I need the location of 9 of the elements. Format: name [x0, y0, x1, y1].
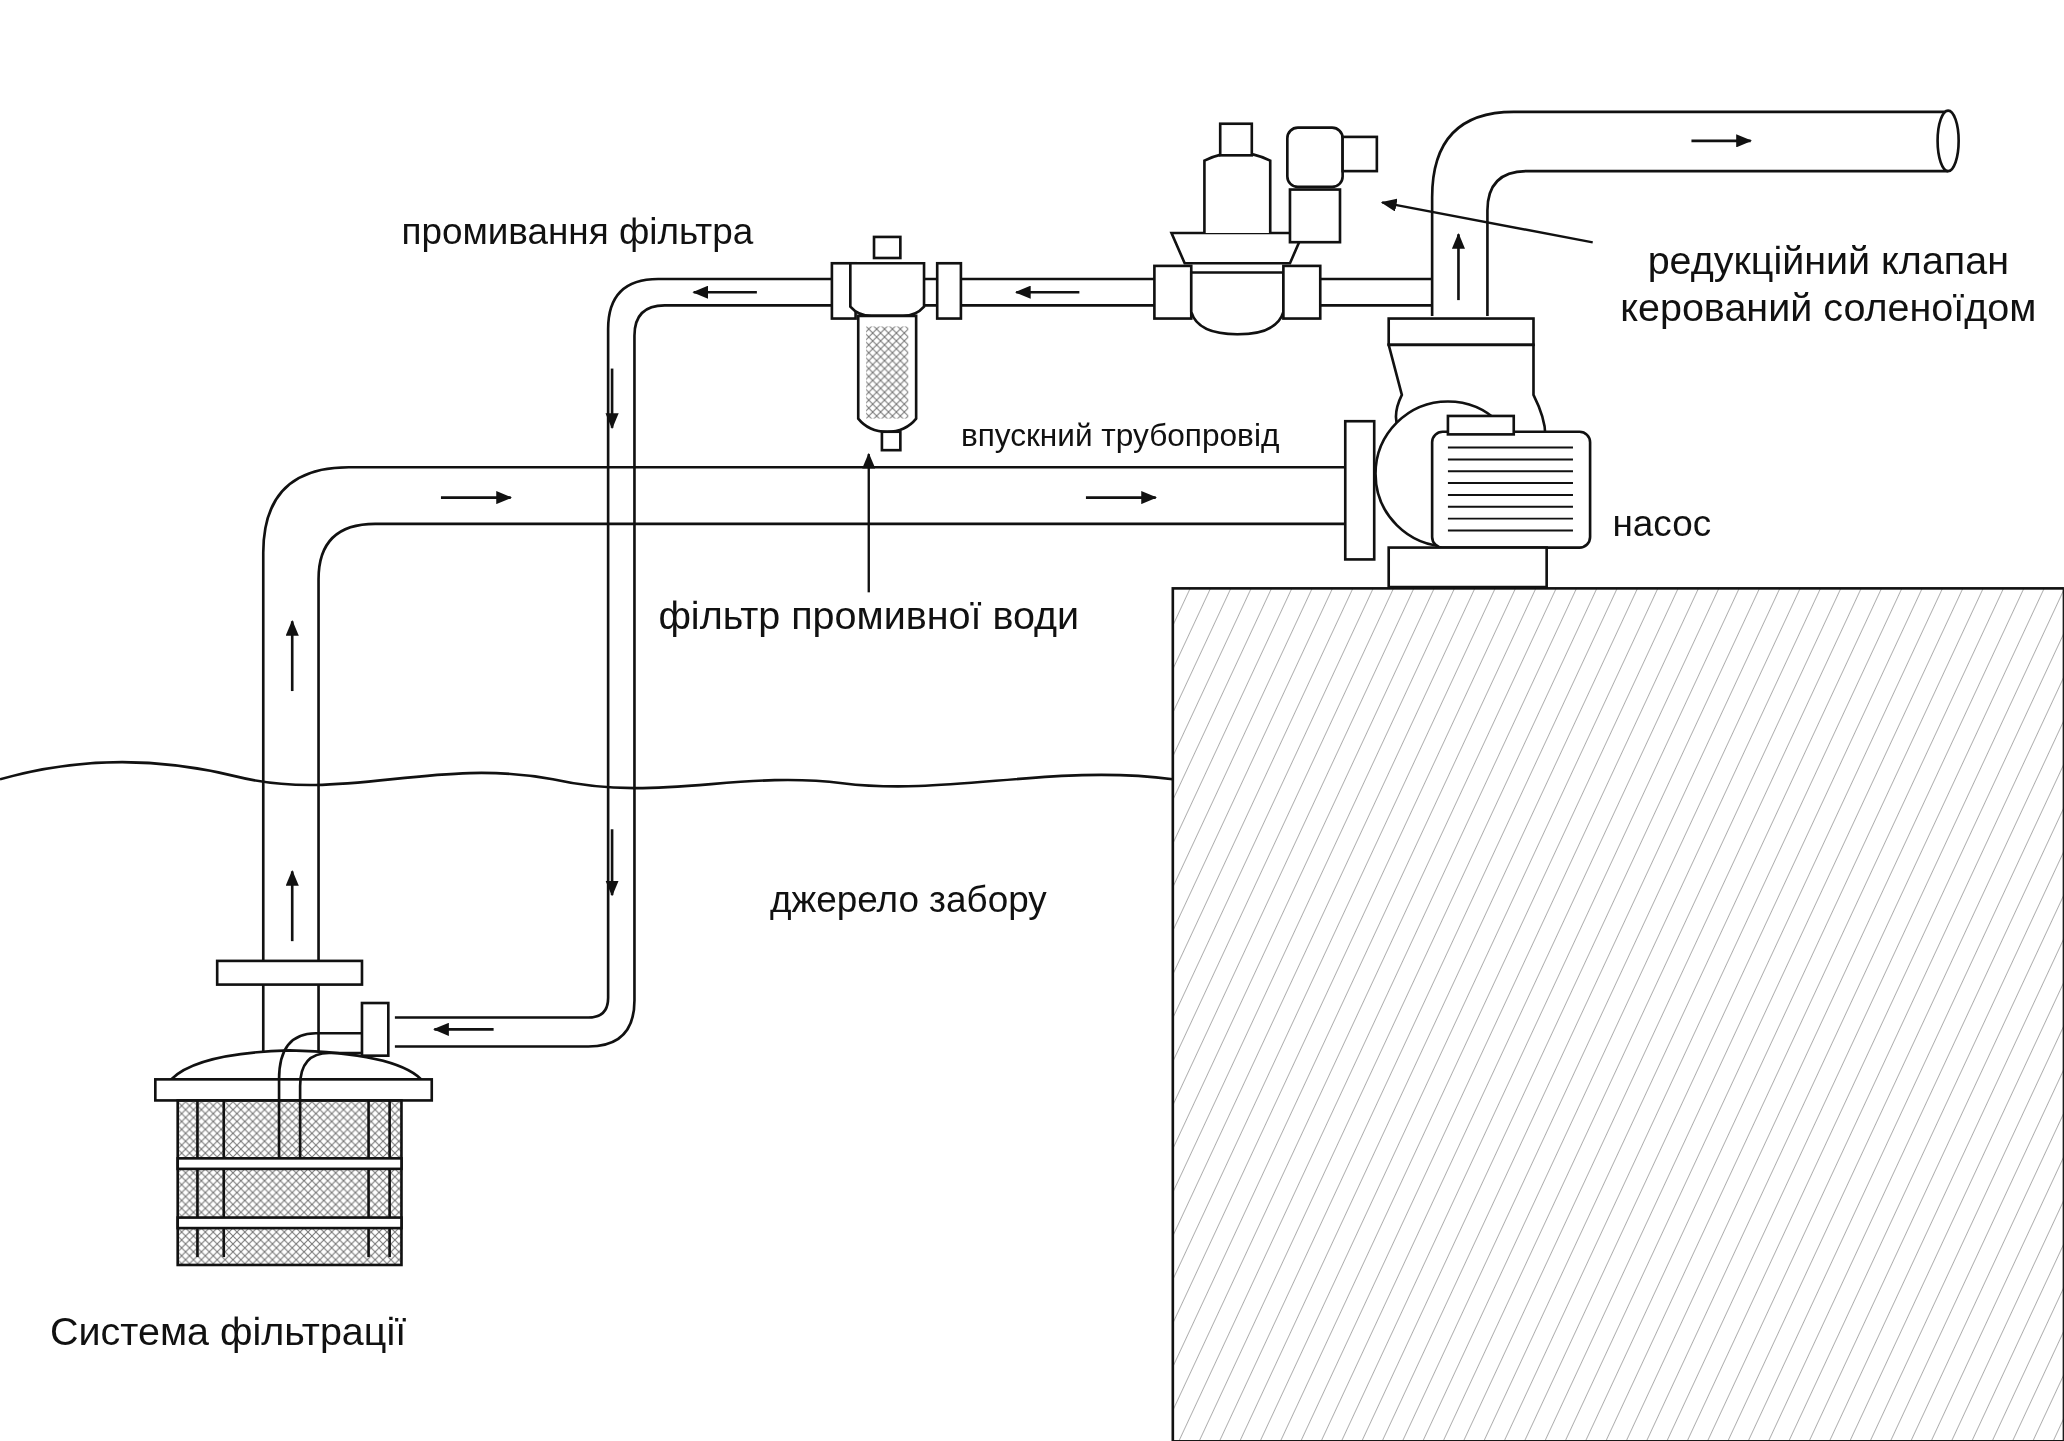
part-label: впускний трубопровід — [960, 417, 1280, 455]
part-label: насос — [1612, 502, 1712, 545]
leader-line — [1380, 198, 1593, 244]
part-label: промивання фільтра — [401, 210, 754, 253]
part-label: Система фільтрації — [50, 1309, 407, 1355]
callout-text: редукційний клапан керований соленоїдом — [1619, 237, 2038, 332]
leader-line — [862, 452, 876, 593]
part-label: джерело забору — [770, 879, 1047, 922]
callout-text: фільтр промивної води — [658, 592, 1080, 640]
